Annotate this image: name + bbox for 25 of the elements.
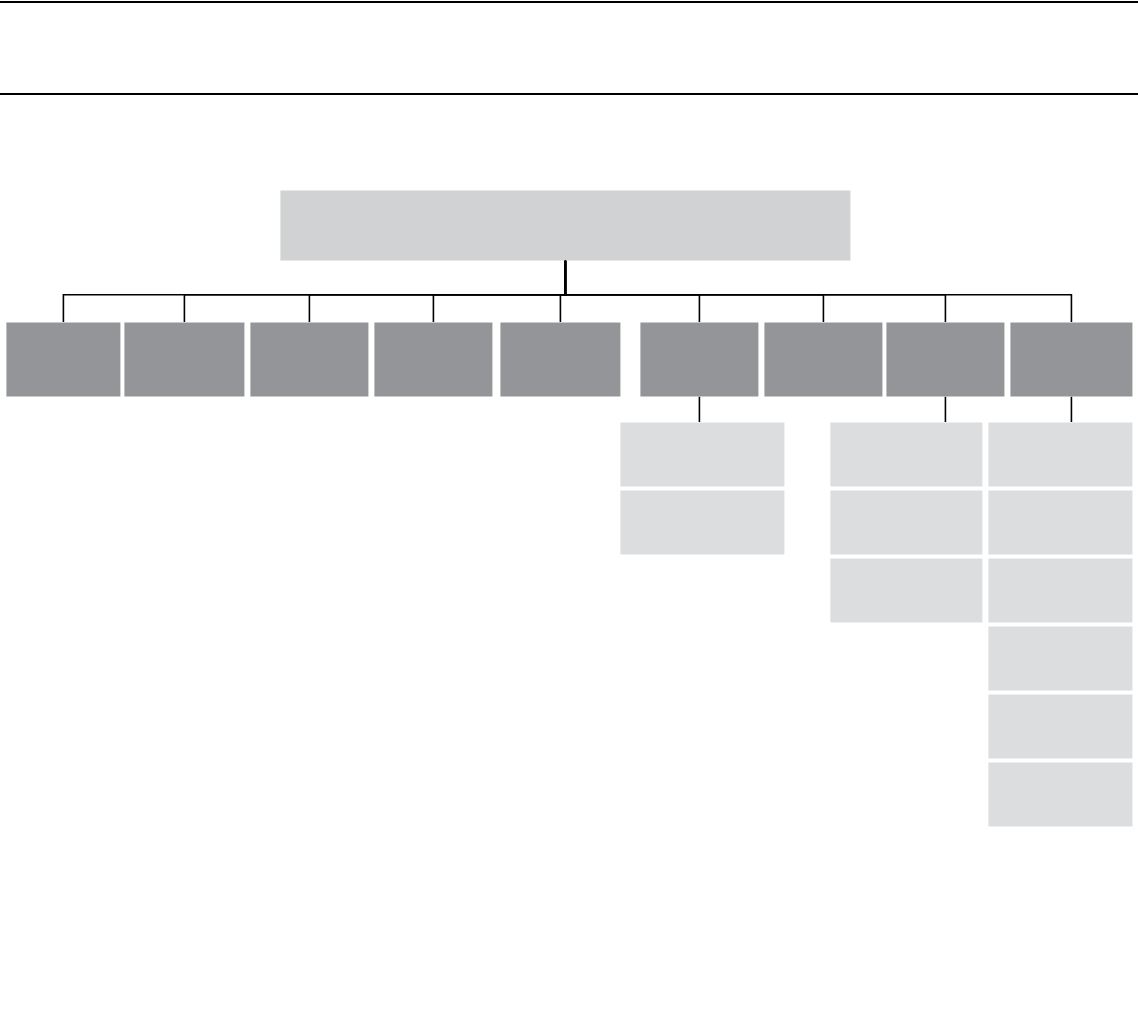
- org-box: [6, 322, 121, 397]
- connector-line: [564, 260, 1073, 323]
- org-box: [988, 694, 1133, 759]
- org-box: [988, 762, 1133, 827]
- org-box: [280, 190, 851, 261]
- org-box: [640, 322, 759, 397]
- connector-line: [1070, 396, 1073, 423]
- org-box: [830, 558, 983, 623]
- org-box: [988, 422, 1133, 487]
- org-box: [374, 322, 493, 397]
- connector-line: [944, 396, 947, 423]
- org-box: [886, 322, 1005, 397]
- org-box: [500, 322, 621, 397]
- org-box: [830, 490, 983, 555]
- org-box: [988, 626, 1133, 691]
- org-box: [988, 558, 1133, 623]
- org-box: [830, 422, 983, 487]
- org-box: [1010, 322, 1133, 397]
- org-box: [988, 490, 1133, 555]
- connector-line: [698, 396, 701, 423]
- org-box: [620, 490, 785, 555]
- org-box: [620, 422, 785, 487]
- org-box: [124, 322, 245, 397]
- org-box: [250, 322, 369, 397]
- org-box: [764, 322, 883, 397]
